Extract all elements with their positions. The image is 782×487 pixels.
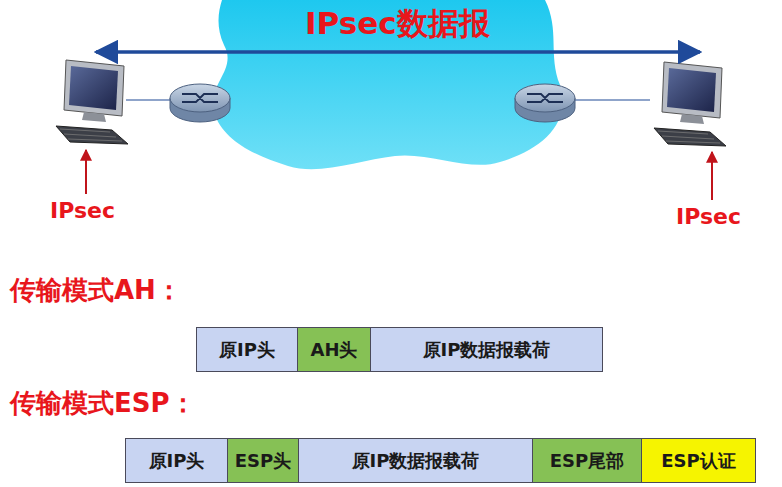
payload-field: 原IP数据报载荷: [370, 327, 603, 372]
monitor-frame: [662, 62, 722, 118]
network-cloud: [213, 0, 563, 169]
monitor-frame: [64, 60, 124, 116]
field-label: 原IP数据报载荷: [423, 338, 551, 362]
field-label: AH头: [311, 338, 358, 362]
pointer-arrow: [85, 150, 87, 194]
monitor-screen: [69, 66, 118, 110]
field-label: 原IP头: [219, 338, 275, 362]
field-label: 原IP头: [149, 449, 205, 473]
field-label: ESP头: [235, 449, 291, 473]
keyboard: [654, 128, 726, 146]
computer-right: [654, 62, 726, 146]
link-line: [573, 99, 650, 101]
monitor-stand: [82, 112, 106, 122]
router-left: [170, 84, 230, 122]
header-field: 原IP头: [196, 327, 298, 372]
keyboard: [56, 126, 128, 144]
esp-trailer-field: ESP尾部: [532, 438, 642, 483]
ah-header-field: AH头: [297, 327, 371, 372]
endpoint-label: IPsec: [676, 204, 741, 229]
field-label: ESP尾部: [550, 449, 624, 473]
keyboard-keys: [658, 131, 720, 143]
payload-field: 原IP数据报载荷: [298, 438, 533, 483]
computer-left: [56, 60, 128, 144]
link-line: [126, 99, 172, 101]
router-top: [170, 84, 230, 112]
keyboard-keys: [60, 129, 122, 141]
field-label: 原IP数据报载荷: [352, 449, 480, 473]
datagram-title: IPsec数据报: [305, 6, 490, 42]
router-right: [515, 84, 575, 122]
router-top: [515, 84, 575, 112]
endpoint-label: IPsec: [50, 198, 115, 223]
monitor-stand: [680, 114, 704, 124]
mode-heading: 传输模式AH：: [10, 276, 182, 306]
mode-heading: 传输模式ESP：: [10, 389, 196, 419]
header-field: 原IP头: [125, 438, 228, 483]
router-symbol: [182, 94, 218, 102]
esp-header-field: ESP头: [227, 438, 299, 483]
monitor-screen: [667, 68, 716, 112]
router-symbol: [527, 94, 563, 102]
pointer-arrow: [711, 152, 713, 200]
field-label: ESP认证: [661, 449, 735, 473]
datagram-arrow: [96, 50, 700, 54]
esp-auth-field: ESP认证: [641, 438, 756, 483]
